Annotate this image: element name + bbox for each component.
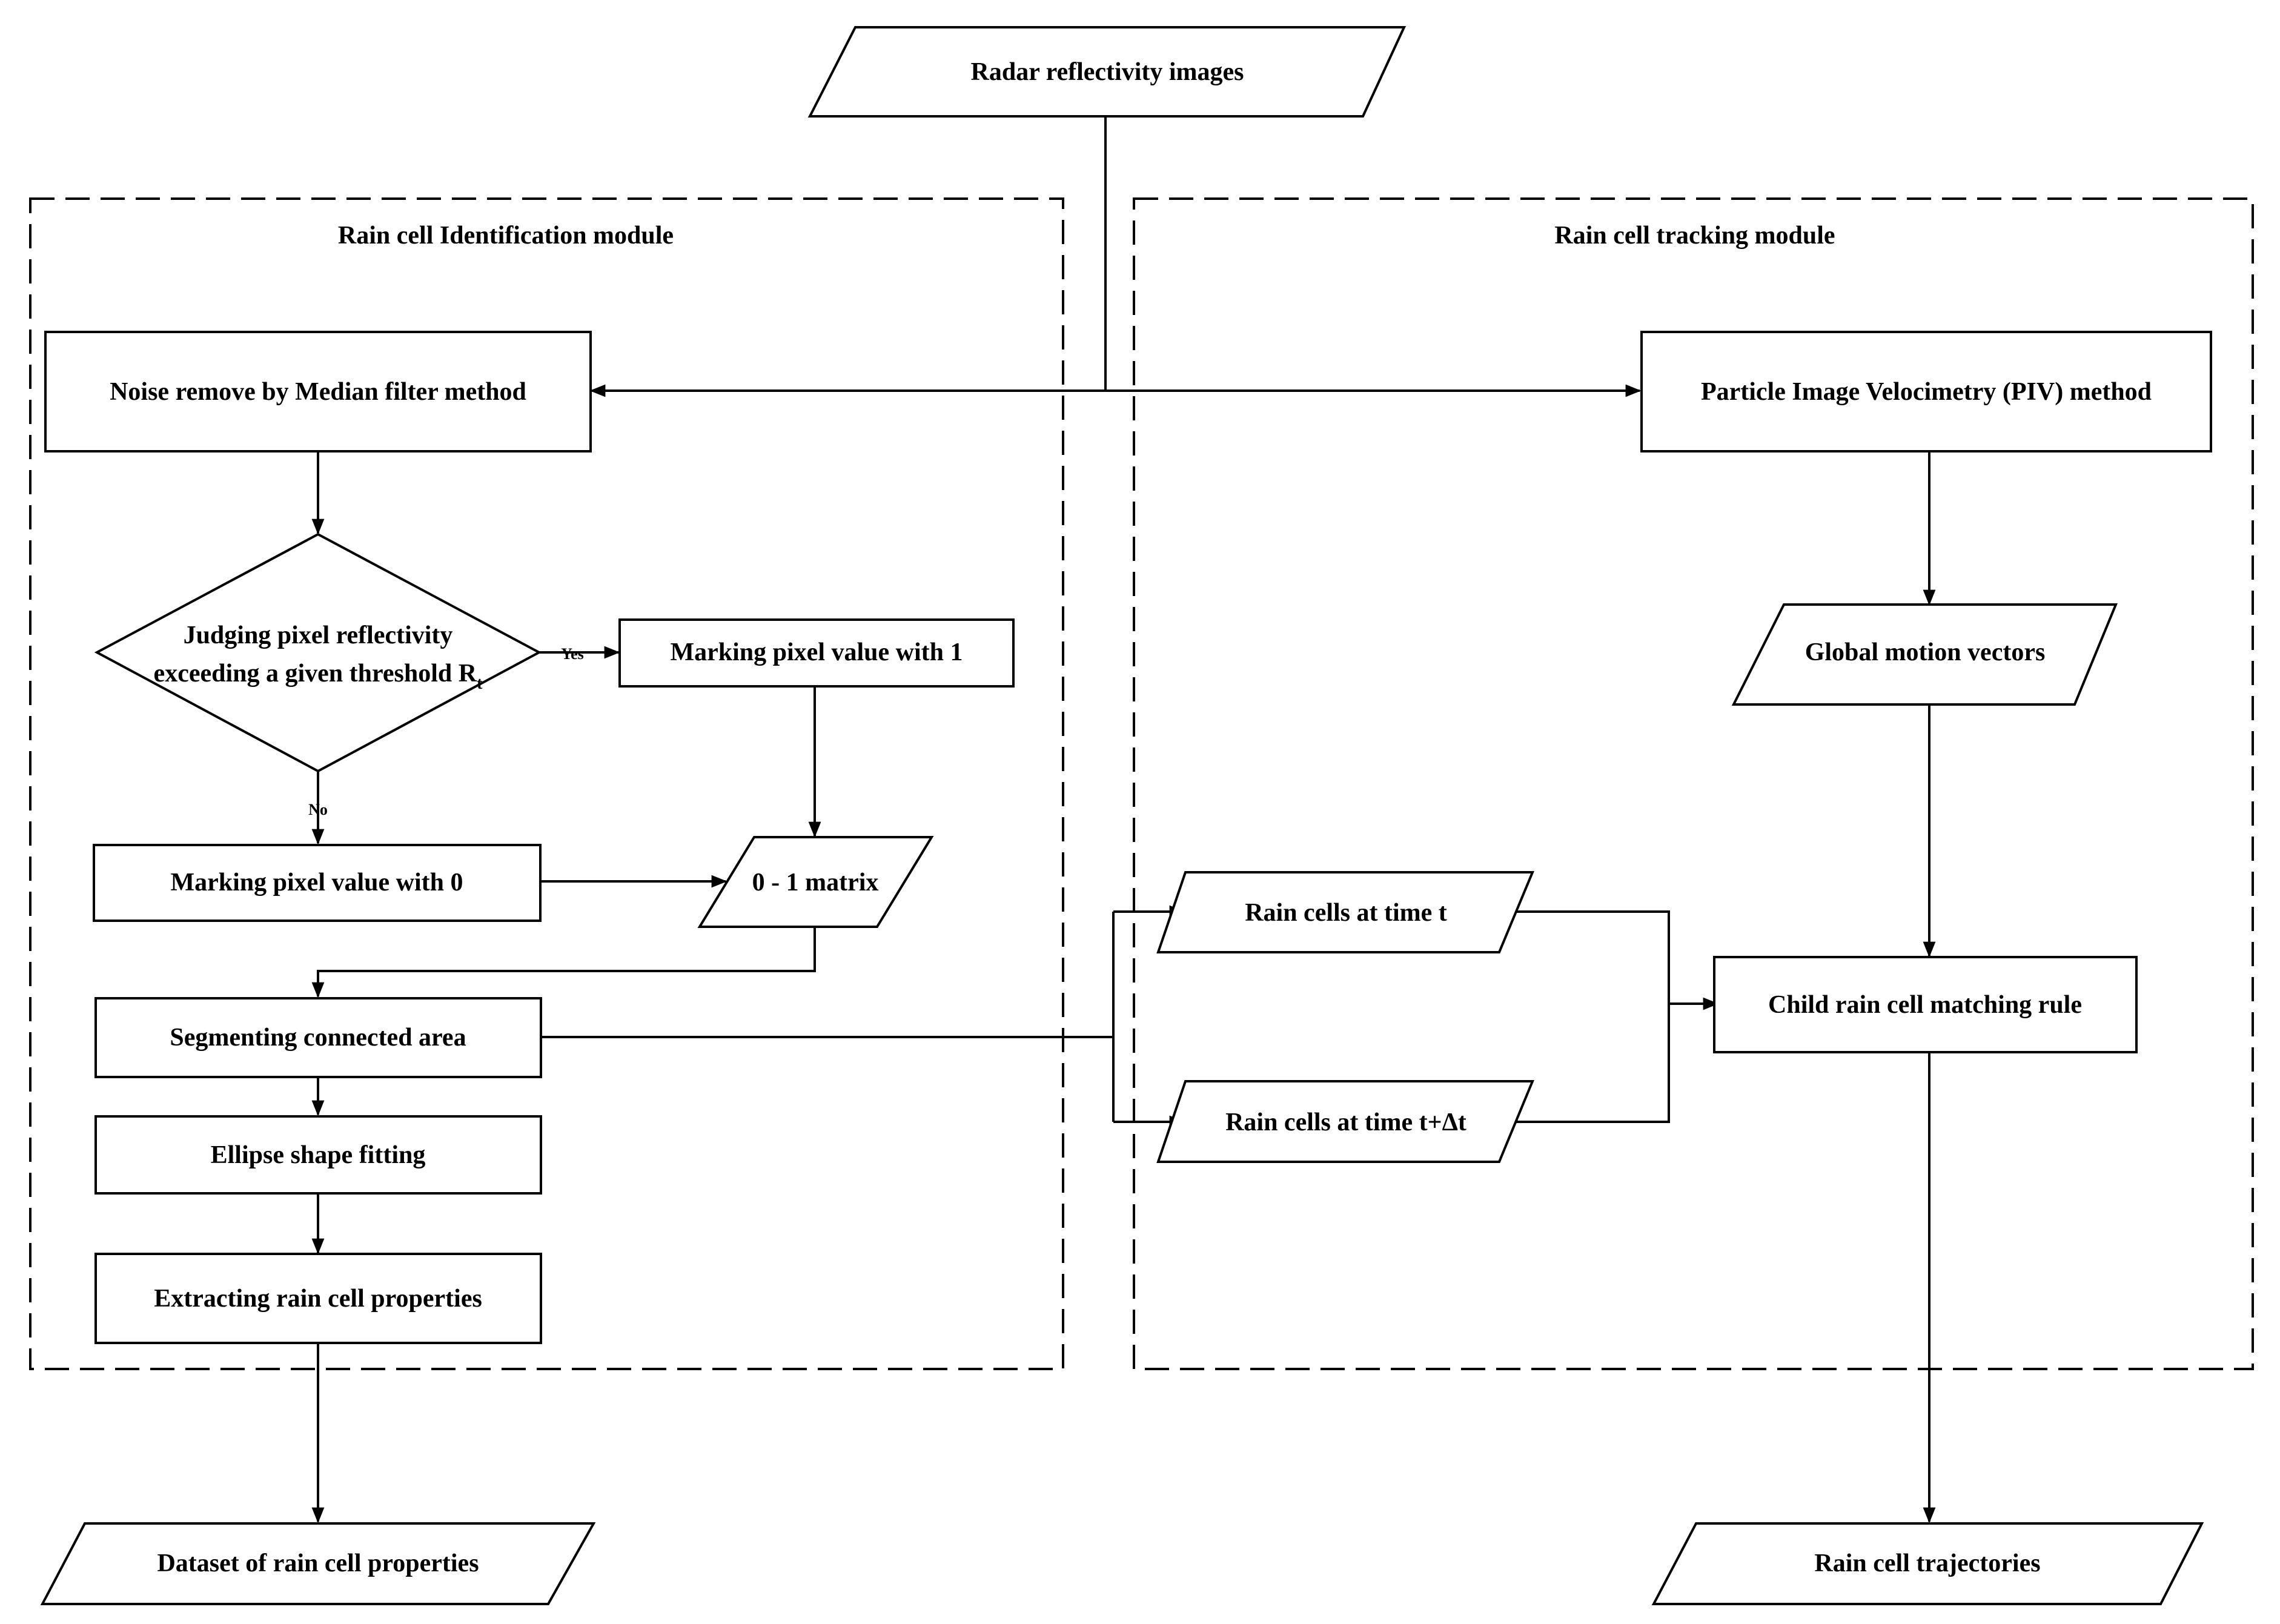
- decision-line-2-text: exceeding a given threshold R: [154, 660, 477, 688]
- radar-reflectivity-label: Radar reflectivity images: [971, 58, 1244, 86]
- matching-step: Child rain cell matching rule: [1713, 956, 2138, 1053]
- rain-cells-t-dt-label: Rain cells at time t+Δt: [1225, 1109, 1466, 1136]
- piv-step: Particle Image Velocimetry (PIV) method: [1640, 331, 2212, 452]
- matching-label: Child rain cell matching rule: [1768, 991, 2082, 1019]
- dataset-output: Dataset of rain cell properties: [40, 1522, 596, 1605]
- global-motion-label: Global motion vectors: [1805, 638, 2046, 666]
- ellipse-label: Ellipse shape fitting: [211, 1141, 426, 1169]
- trajectories-output: Rain cell trajectories: [1651, 1522, 2204, 1605]
- extract-step: Extracting rain cell properties: [94, 1253, 542, 1344]
- rain-cells-t-dt: Rain cells at time t+Δt: [1156, 1080, 1534, 1163]
- radar-reflectivity-input: Radar reflectivity images: [807, 26, 1407, 118]
- matrix-label: 0 - 1 matrix: [752, 869, 879, 897]
- noise-remove-step: Noise remove by Median filter method: [44, 331, 592, 452]
- piv-label: Particle Image Velocimetry (PIV) method: [1701, 378, 2152, 406]
- mark-zero-label: Marking pixel value with 0: [170, 869, 463, 897]
- decision-no-label: No: [308, 801, 328, 818]
- noise-remove-label: Noise remove by Median filter method: [110, 378, 526, 406]
- decision-yes-label: Yes: [561, 645, 584, 663]
- mark-one-label: Marking pixel value with 1: [670, 638, 963, 666]
- tracking-module-container: [1133, 197, 2254, 1370]
- threshold-decision: Judging pixel reflectivity exceeding a g…: [94, 532, 542, 773]
- connectors: [311, 116, 1936, 1523]
- ellipse-step: Ellipse shape fitting: [94, 1115, 542, 1195]
- identification-module-container: [29, 197, 1064, 1370]
- trajectories-label: Rain cell trajectories: [1814, 1549, 2040, 1577]
- tracking-module-title: Rain cell tracking module: [1554, 222, 1835, 250]
- rain-cells-t-label: Rain cells at time t: [1245, 899, 1447, 927]
- mark-one-step: Marking pixel value with 1: [618, 618, 1015, 688]
- mark-zero-step: Marking pixel value with 0: [93, 844, 542, 922]
- matrix-output: 0 - 1 matrix: [697, 836, 934, 928]
- decision-threshold-subscript: t: [477, 674, 483, 693]
- identification-module-title: Rain cell Identification module: [338, 222, 674, 250]
- extract-label: Extracting rain cell properties: [154, 1285, 482, 1313]
- global-motion-output: Global motion vectors: [1731, 603, 2118, 706]
- dataset-label: Dataset of rain cell properties: [157, 1549, 479, 1577]
- rain-cells-t: Rain cells at time t: [1156, 871, 1534, 953]
- segment-step: Segmenting connected area: [94, 997, 542, 1078]
- segment-label: Segmenting connected area: [170, 1024, 466, 1052]
- decision-line-1: Judging pixel reflectivity: [184, 621, 453, 649]
- decision-line-2: exceeding a given threshold Rt: [154, 660, 483, 693]
